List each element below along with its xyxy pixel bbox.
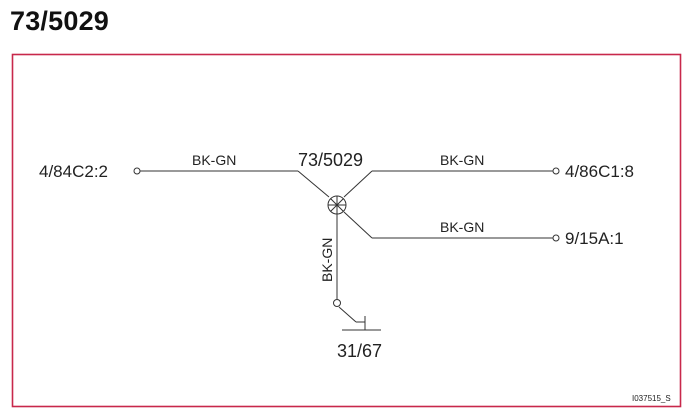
terminal-right-top-icon bbox=[552, 167, 560, 175]
wire-right-bottom-label: BK-GN bbox=[440, 219, 484, 235]
wire-down-label: BK-GN bbox=[319, 238, 335, 282]
terminal-ground-icon bbox=[333, 299, 341, 307]
wire-right-bottom-diagonal bbox=[343, 211, 373, 239]
terminal-left-icon bbox=[133, 167, 141, 175]
splice-label: 73/5029 bbox=[298, 150, 363, 170]
wire-left-diagonal bbox=[297, 170, 330, 198]
wire-left-label: BK-GN bbox=[192, 152, 236, 168]
connector-right-bottom-label: 9/15A:1 bbox=[565, 229, 624, 248]
terminal-right-bottom-icon bbox=[552, 234, 560, 242]
splice-icon bbox=[327, 195, 347, 215]
page-title: 73/5029 bbox=[10, 6, 109, 36]
connector-left-label: 4/84C2:2 bbox=[39, 162, 108, 181]
reference-id: I037515_S bbox=[632, 394, 671, 403]
connector-ground-label: 31/67 bbox=[337, 341, 382, 361]
wire-right-top-diagonal bbox=[343, 170, 373, 198]
ground-diagonal bbox=[338, 306, 357, 323]
connector-right-top-label: 4/86C1:8 bbox=[565, 162, 634, 181]
diagram-frame bbox=[11, 53, 682, 408]
wire-right-top-label: BK-GN bbox=[440, 152, 484, 168]
